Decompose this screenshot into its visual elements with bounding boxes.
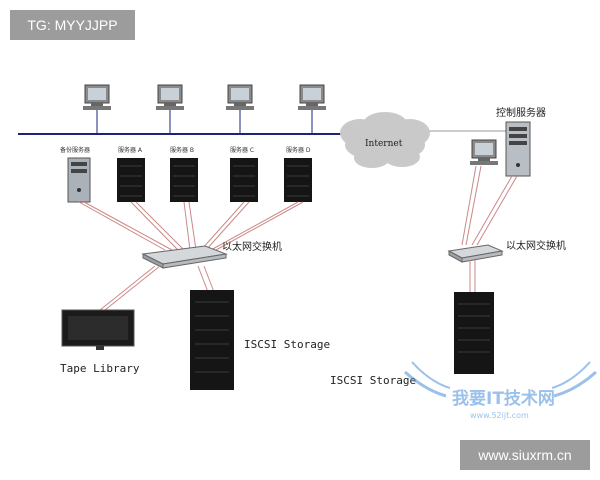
- watermark-text: 我要IT技术网: [452, 388, 555, 409]
- storage-cables-left: [99, 265, 215, 311]
- server-d-icon: [284, 158, 312, 202]
- iscsi-left-label: ISCSI Storage: [244, 338, 330, 351]
- server-label-d: 服务器 D: [286, 146, 311, 154]
- iscsi-storage-left-icon: [190, 290, 234, 390]
- watermark-url: www.52ijt.com: [470, 411, 529, 420]
- server-cables: [78, 201, 304, 251]
- control-server-icon: [505, 121, 531, 177]
- server-label-backup: 备份服务器: [60, 146, 90, 154]
- control-cables: [461, 165, 518, 246]
- internet-cloud-icon: [340, 112, 430, 168]
- switch-label-right: 以太网交换机: [506, 239, 566, 252]
- ethernet-switch-left-icon: [141, 245, 228, 269]
- storage-cables-right: [469, 260, 476, 292]
- workstation-1-icon: [83, 84, 111, 110]
- server-c-icon: [230, 158, 258, 202]
- workstation-4-icon: [298, 84, 326, 110]
- server-label-c: 服务器 C: [230, 146, 254, 154]
- ethernet-switch-right-icon: [447, 244, 504, 263]
- server-a-icon: [117, 158, 145, 202]
- backup-server-icon: [67, 157, 91, 203]
- tape-library-icon: [61, 309, 135, 350]
- internet-label: Internet: [365, 139, 403, 149]
- control-server-label: 控制服务器: [496, 106, 546, 119]
- server-label-a: 服务器 A: [118, 146, 143, 154]
- switch-label-left: 以太网交换机: [222, 240, 282, 253]
- workstation-2-icon: [156, 84, 184, 110]
- server-label-b: 服务器 B: [170, 146, 194, 154]
- control-monitor-icon: [470, 139, 498, 165]
- iscsi-right-label: ISCSI Storage: [330, 374, 416, 387]
- site-badge: www.siuxrm.cn: [460, 440, 590, 470]
- iscsi-storage-right-icon: [454, 292, 494, 374]
- tape-library-label: Tape Library: [60, 362, 140, 375]
- server-b-icon: [170, 158, 198, 202]
- watermark-logo: 我要IT技术网 www.52ijt.com: [403, 361, 598, 420]
- workstation-3-icon: [226, 84, 254, 110]
- tag-badge: TG: MYYJJPP: [10, 10, 135, 40]
